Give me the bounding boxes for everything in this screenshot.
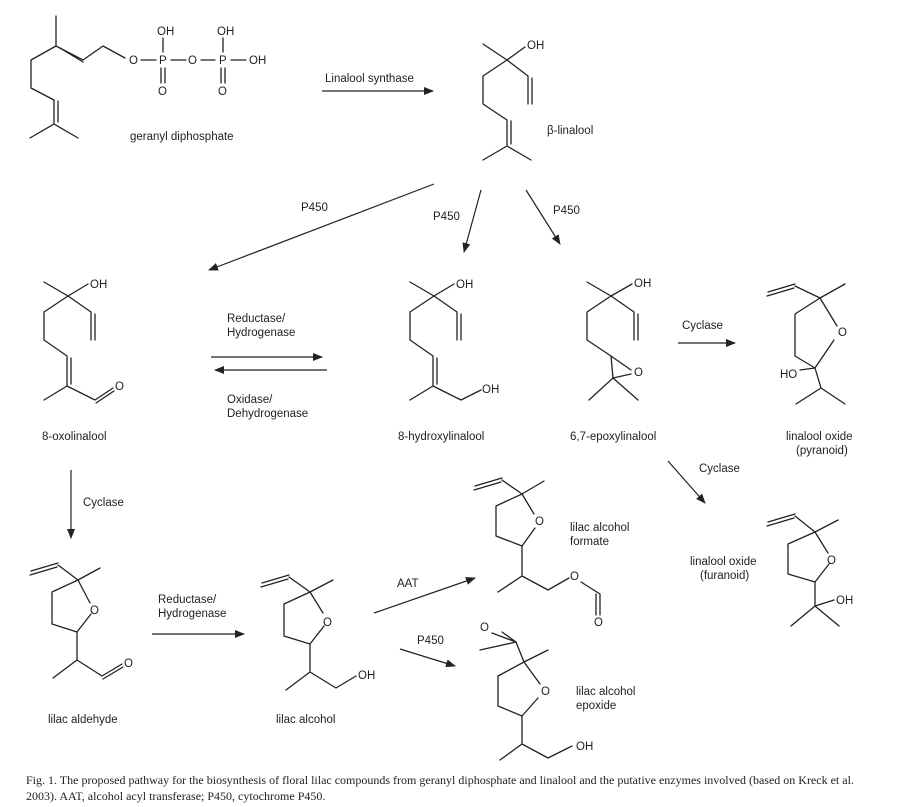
atom-o: O <box>634 367 643 379</box>
atom-o: O <box>838 327 847 339</box>
lilac-alcohol-formate-structure: O O O <box>473 477 603 629</box>
label-p450: P450 <box>417 635 444 647</box>
atom-oh: OH <box>527 40 544 52</box>
atom-oh: OH <box>358 670 375 682</box>
atom-o: O <box>480 622 489 634</box>
atom-oh: OH <box>157 26 174 38</box>
label-hydrogenase: Hydrogenase <box>227 327 295 339</box>
atom-p: P <box>219 55 227 67</box>
label-lilac-aldehyde: lilac aldehyde <box>48 714 118 726</box>
label-geranyl-diphosphate: geranyl diphosphate <box>130 131 234 143</box>
atom-oh: OH <box>634 278 651 290</box>
label-reductase: Reductase/ <box>227 313 286 325</box>
hydroxylinalool-structure: OH OH <box>409 279 499 401</box>
label-lilac-alcohol: lilac alcohol <box>276 714 335 726</box>
label-linalool-synthase: Linalool synthase <box>325 73 414 85</box>
label-dehydrogenase: Dehydrogenase <box>227 408 308 420</box>
label-aat: AAT <box>397 578 419 590</box>
atom-o: O <box>90 605 99 617</box>
label-p450: P450 <box>433 211 460 223</box>
figure-caption: Fig. 1. The proposed pathway for the bio… <box>26 773 854 803</box>
label-formate: formate <box>570 536 609 548</box>
label-reductase: Reductase/ <box>158 594 217 606</box>
atom-o: O <box>115 381 124 393</box>
arrow-p450-to-oxolinalool <box>208 183 435 271</box>
label-epoxide: epoxide <box>576 700 616 712</box>
arrow-p450-to-hydroxylinalool <box>462 189 482 253</box>
atom-o: O <box>129 55 138 67</box>
label-hydrogenase: Hydrogenase <box>158 608 226 620</box>
label-oxolinalool: 8-oxolinalool <box>42 431 107 443</box>
atom-o: O <box>594 617 603 629</box>
atom-oh: OH <box>456 279 473 291</box>
label-p450: P450 <box>553 205 580 217</box>
arrow-cyclase-furanoid <box>667 460 706 504</box>
atom-oh: OH <box>249 55 266 67</box>
lilac-alcohol-structure: O OH <box>260 574 375 691</box>
atom-o: O <box>323 617 332 629</box>
atom-oh: OH <box>482 384 499 396</box>
atom-oh: OH <box>576 741 593 753</box>
oxolinalool-structure: OH O <box>43 279 124 404</box>
atom-oh: OH <box>90 279 107 291</box>
label-beta-linalool: β-linalool <box>547 125 593 137</box>
arrow-p450-to-epoxylinalool <box>525 189 561 245</box>
arrow-aat <box>373 577 476 614</box>
label-pyranoid: (pyranoid) <box>796 445 848 457</box>
atom-o: O <box>218 86 227 98</box>
lilac-alcohol-epoxide-structure: O O OH <box>479 622 593 761</box>
label-hydroxylinalool: 8-hydroxylinalool <box>398 431 484 443</box>
label-oxidase: Oxidase/ <box>227 394 273 406</box>
atom-o: O <box>188 55 197 67</box>
label-lilac-alcohol-epoxide: lilac alcohol <box>576 686 635 698</box>
label-furanoid: (furanoid) <box>700 570 749 582</box>
arrow-p450-epoxide <box>399 648 456 668</box>
atom-o: O <box>570 571 579 583</box>
lilac-aldehyde-structure: O O <box>29 562 133 680</box>
label-cyclase: Cyclase <box>83 497 124 509</box>
atom-oh: OH <box>836 595 853 607</box>
label-cyclase: Cyclase <box>699 463 740 475</box>
atom-ho: HO <box>780 369 797 381</box>
geranyl-diphosphate-structure: O P O P OH OH OH O O <box>29 15 266 139</box>
atom-o: O <box>158 86 167 98</box>
linalool-oxide-pyranoid-structure: O HO <box>766 283 847 405</box>
atom-p: P <box>159 55 167 67</box>
label-lilac-alcohol-formate: lilac alcohol <box>570 522 629 534</box>
epoxylinalool-structure: O OH <box>586 278 651 401</box>
label-cyclase: Cyclase <box>682 320 723 332</box>
label-linalool-oxide-pyranoid: linalool oxide <box>786 431 853 443</box>
atom-o: O <box>124 658 133 670</box>
atom-oh: OH <box>217 26 234 38</box>
atom-o: O <box>827 555 836 567</box>
label-epoxylinalool: 6,7-epoxylinalool <box>570 431 656 443</box>
atom-o: O <box>541 686 550 698</box>
label-linalool-oxide-furanoid: linalool oxide <box>690 556 757 568</box>
beta-linalool-structure: OH <box>482 40 544 161</box>
label-p450: P450 <box>301 202 328 214</box>
atom-o: O <box>535 516 544 528</box>
linalool-oxide-furanoid-structure: O OH <box>766 513 853 627</box>
